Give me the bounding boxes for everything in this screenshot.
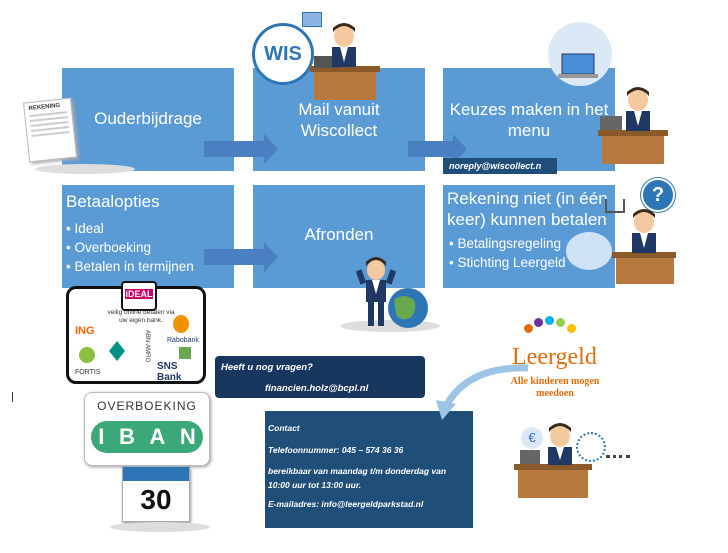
leergeld-figures-icon (524, 316, 576, 338)
betaalopties-list: Ideal Overboeking Betalen in termijnen (66, 219, 194, 276)
vragen-title: Heeft u nog vragen? (221, 362, 313, 373)
box-ouderbijdrage-title: Ouderbijdrage (94, 109, 202, 128)
person-at-desk-icon (612, 209, 676, 284)
bank-ing: ING (75, 325, 95, 337)
bank-sns: SNS Bank (157, 361, 182, 383)
person-at-desk-icon (514, 423, 592, 498)
iban-letter: N (179, 424, 196, 449)
iban-letter: I (98, 424, 105, 449)
person-at-desk-icon (598, 87, 668, 164)
network-icon (576, 432, 606, 462)
contact-box: Contact Telefoonnummer: 045 – 574 36 36 … (265, 411, 473, 528)
iban-letter: A (149, 424, 166, 449)
cursor-mark (12, 392, 13, 402)
euro-icon: € (521, 427, 543, 449)
shadow (110, 522, 210, 532)
iban-letter: B (118, 424, 135, 449)
contact-title: Contact (268, 423, 300, 433)
abnamro-icon (109, 341, 125, 361)
iban-logo: OVERBOEKING I B A N (84, 392, 210, 466)
curved-arrow (436, 364, 529, 420)
shadow (35, 164, 135, 174)
box-keuzes-title: Keuzes maken in het menu (449, 100, 609, 140)
box-afronden: Afronden (253, 185, 425, 288)
bank-abnamro: ABN·AMRO (144, 329, 151, 363)
bank-rabobank: Rabobank (167, 337, 199, 344)
leergeld-tagline: Alle kinderen mogen meedoen (510, 376, 600, 399)
list-item: Overboeking (66, 238, 194, 257)
box-betaalopties-title: Betaalopties (66, 192, 160, 211)
contact-email: E-mailadres: info@leergeldparkstad.nl (268, 499, 424, 509)
arrow-right (204, 242, 278, 272)
ideal-logo: iDEAL (121, 281, 157, 311)
person-at-desk-icon (310, 23, 380, 100)
box-mail-title: Mail vanuit Wiscollect (298, 100, 380, 140)
box-rekening-title: Rekening niet (in één keer) kunnen betal… (447, 189, 608, 229)
leergeld-logo: Leergeld Alle kinderen mogen meedoen (500, 316, 610, 406)
person-with-globe-icon (355, 257, 428, 328)
iban-top-label: OVERBOEKING (97, 399, 197, 413)
bank-fortis: FORTIS (75, 369, 101, 376)
list-item: Betalingsregeling (449, 234, 566, 253)
calendar-day: 30 (140, 484, 172, 515)
ideal-panel: iDEAL veilig online betalen via uw eigen… (66, 281, 206, 384)
contact-hours: bereikbaar van maandag t/m donderdag van… (268, 466, 447, 490)
laptop-icon (558, 53, 598, 78)
iban-letters: I B A N (91, 421, 203, 453)
list-item: Betalen in termijnen (66, 257, 193, 276)
vragen-box: Heeft u nog vragen? financien.holz@bcpl.… (215, 356, 425, 398)
email-tag: noreply@wiscollect.n (443, 158, 557, 174)
arrow-right (408, 134, 467, 164)
wis-logo: WIS (252, 23, 314, 85)
rekening-list: Betalingsregeling Stichting Leergeld (449, 234, 566, 272)
vragen-email: financien.holz@bcpl.nl (265, 383, 369, 394)
dots-icon (606, 455, 630, 458)
arrow-right (204, 134, 278, 164)
leergeld-name: Leergeld (512, 344, 597, 370)
box-afronden-title: Afronden (304, 225, 374, 244)
sns-icon (179, 347, 191, 359)
calendar-icon: 30 (122, 466, 190, 522)
question-mark-icon: ? (641, 178, 675, 212)
shopping-cart-icon (566, 232, 612, 270)
list-item: Stichting Leergeld (449, 253, 565, 272)
ideal-tagline: veilig online betalen via uw eigen bank. (107, 309, 175, 324)
box-betaalopties: Betaalopties Ideal Overboeking Betalen i… (62, 185, 234, 288)
cart-icon (605, 199, 625, 213)
invoice-document-icon: REKENING (22, 97, 78, 163)
envelope-icon (302, 12, 322, 27)
box-ouderbijdrage: Ouderbijdrage (62, 68, 234, 171)
fortis-icon (79, 347, 95, 363)
list-item: Ideal (66, 219, 194, 238)
rabobank-icon (173, 315, 189, 333)
contact-phone: Telefoonnummer: 045 – 574 36 36 (268, 445, 404, 455)
